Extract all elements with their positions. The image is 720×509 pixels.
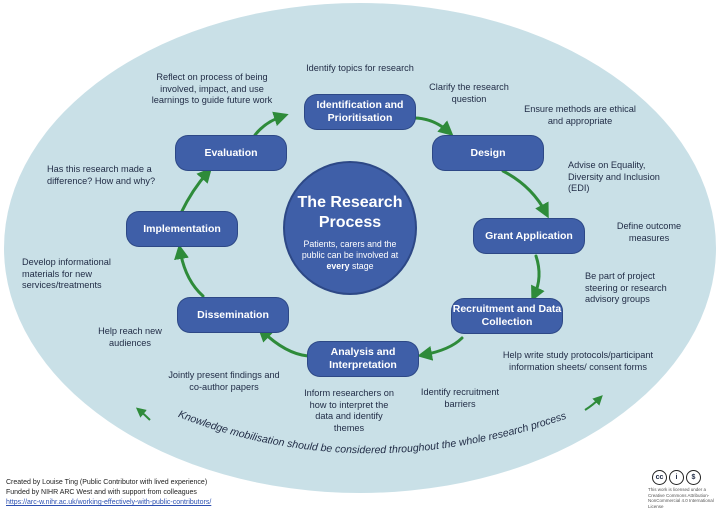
license-text: This work is licensed under a Creative C… (648, 487, 714, 509)
note-reach-audiences: Help reach new audiences (98, 326, 162, 348)
cycle-arrow (531, 254, 545, 302)
note-study-protocols: Help write study protocols/participant i… (502, 350, 654, 372)
stage-design: Design (433, 136, 543, 170)
stage-recruitment-and-data-collection: Recruitment and Data Collection (452, 299, 562, 333)
cycle-arrow (417, 336, 464, 361)
center-title: The Research Process (297, 194, 403, 231)
attribution-icon: i (669, 470, 684, 485)
stage-identification-and-prioritisation: Identification and Prioritisation (305, 95, 415, 129)
center-subtitle: Patients, carers and the public can be i… (301, 239, 399, 271)
note-steering-group: Be part of project steering or research … (585, 271, 667, 304)
cc-license-badge[interactable]: cc i $ (652, 470, 701, 485)
note-ensure-methods: Ensure methods are ethical and appropria… (524, 104, 636, 126)
cycle-arrow (412, 116, 454, 136)
cycle-arrow (257, 326, 310, 358)
note-recruitment-barriers: Identify recruitment barriers (420, 387, 500, 409)
noncommercial-icon: $ (686, 470, 701, 485)
cycle-arrow (501, 169, 549, 219)
stage-implementation: Implementation (127, 212, 237, 246)
cycle-arrow (179, 167, 212, 215)
note-define-outcome: Define outcome measures (616, 221, 682, 243)
creative-commons-icon: cc (652, 470, 667, 485)
stage-dissemination: Dissemination (178, 298, 288, 332)
cycle-arrow (253, 111, 289, 137)
note-reflect-process: Reflect on process of being involved, im… (151, 72, 273, 105)
note-identify-topics: Identify topics for research (306, 63, 414, 73)
note-made-difference: Has this research made a difference? How… (47, 164, 156, 186)
footer-funding: Funded by NIHR ARC West and with support… (6, 489, 197, 496)
note-develop-materials: Develop informational materials for new … (22, 257, 111, 290)
note-advise-edi: Advise on Equality, Diversity and Inclus… (568, 160, 660, 193)
cycle-arrow (174, 244, 205, 298)
knowledge-arrow-left (135, 407, 151, 421)
note-inform-researchers: Inform researchers on how to interpret t… (304, 388, 394, 433)
note-jointly-present: Jointly present findings and co-author p… (168, 370, 280, 392)
stage-grant-application: Grant Application (474, 219, 584, 253)
knowledge-arrow-right (584, 395, 603, 411)
footer-link[interactable]: https://arc-w.nihr.ac.uk/working-effecti… (6, 499, 212, 506)
stage-evaluation: Evaluation (176, 136, 286, 170)
knowledge-arrows (135, 395, 603, 421)
cycle-arrows (174, 111, 549, 361)
stage-analysis-and-interpretation: Analysis and Interpretation (308, 342, 418, 376)
note-clarify-question: Clarify the research question (429, 82, 509, 104)
research-process-center: The Research Process Patients, carers an… (285, 163, 415, 293)
footer-creator: Created by Louise Ting (Public Contribut… (6, 479, 208, 486)
